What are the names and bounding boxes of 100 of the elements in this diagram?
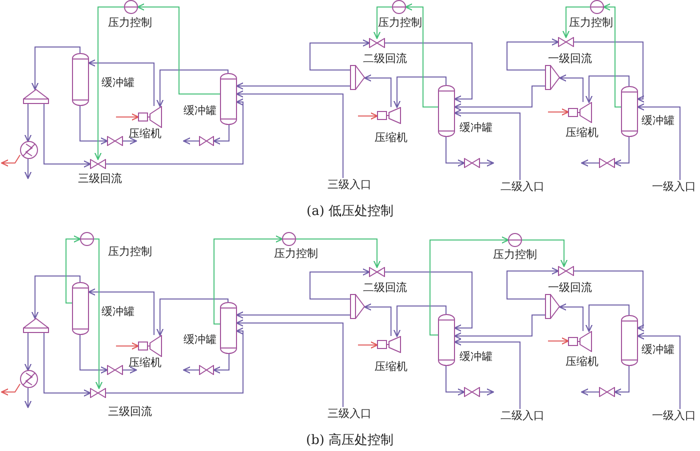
signal-line: [562, 6, 590, 38]
signal-line: [94, 238, 103, 389]
pipe-line: [24, 158, 32, 179]
pipe-line: [106, 98, 244, 164]
pipe-line: [310, 39, 370, 70]
power-arrow: [548, 108, 569, 116]
inlet-label: 三级入口: [327, 178, 372, 192]
pipe-line: [80, 106, 108, 145]
pipe-line: [213, 124, 230, 145]
buffer-tank: [72, 282, 89, 335]
separator-symbol: [23, 89, 49, 104]
pipe-line: [80, 334, 108, 374]
pipe-line: [236, 311, 350, 319]
pipe-line: [183, 137, 200, 145]
equipment-label: 三级回流: [108, 404, 152, 418]
valve-symbol: [558, 37, 574, 47]
outlet-arrow: [1, 154, 20, 167]
inlet-label: 二级入口: [500, 409, 545, 423]
equipment-label: 缓冲罐: [460, 350, 492, 362]
controller-circle: [590, 0, 604, 14]
buffer-tank: [220, 73, 237, 125]
power-arrow: [358, 112, 378, 120]
valve-symbol: [90, 159, 106, 169]
pipe-line: [364, 303, 392, 336]
valve-symbol: [107, 365, 123, 375]
pipe-line: [364, 74, 392, 108]
equipment-label: 压力控制: [108, 244, 152, 258]
inlet-label: 一级入口: [650, 409, 698, 423]
signal-line: [66, 235, 81, 304]
signal-line: [430, 236, 509, 336]
pipe-line: [480, 159, 494, 167]
pipe-line: [454, 86, 546, 111]
pipe-line: [384, 42, 472, 103]
cone-symbol: [350, 294, 365, 319]
pipe-line: [213, 354, 230, 374]
pipe-line: [122, 366, 137, 374]
buffer-tank: [72, 53, 89, 106]
pipe-line: [384, 272, 472, 332]
pipe-line: [393, 76, 446, 108]
signal-line: [214, 235, 283, 324]
pipe-line: [574, 270, 645, 332]
equipment-label: 三级回流: [78, 172, 122, 184]
cone-symbol: [350, 65, 365, 90]
pipe-line: [122, 137, 137, 145]
cone-symbol: [545, 65, 560, 90]
buffer-tank: [621, 86, 638, 137]
pipe-line: [236, 319, 344, 408]
equipment-label: 压缩机: [566, 354, 598, 368]
buffer-tank: [438, 314, 455, 366]
signal-line: [137, 3, 220, 94]
compressor-symbol: [138, 335, 162, 357]
signal-line: [94, 6, 124, 160]
equipment-label: 缓冲罐: [184, 104, 216, 116]
pipe-line: [24, 388, 32, 408]
pipe-line: [480, 388, 494, 396]
cooler-symbol: [20, 141, 38, 159]
equipment-label: 压力控制: [108, 16, 152, 28]
equipment-label: 压力控制: [569, 16, 613, 28]
equipment-label: 缓冲罐: [642, 342, 674, 356]
pipe-line: [31, 46, 80, 90]
valve-symbol: [558, 266, 574, 276]
power-arrow: [116, 342, 139, 350]
pipe-line: [446, 136, 465, 167]
compressor-symbol: [138, 106, 162, 128]
signal-line: [405, 3, 438, 108]
valve-symbol: [464, 158, 480, 168]
valve-symbol: [199, 365, 214, 375]
pipe-line: [310, 268, 370, 300]
cone-symbol: [545, 294, 560, 319]
signal-line: [522, 240, 568, 267]
pipe-line: [454, 314, 546, 340]
pipe-line: [506, 267, 559, 300]
valve-symbol: [369, 267, 385, 277]
pipe-line: [44, 332, 91, 397]
pipe-line: [236, 90, 344, 178]
pipe-line: [156, 298, 228, 336]
equipment-label: 压缩机: [374, 130, 408, 144]
pipe-line: [88, 288, 154, 336]
equipment-label: 压缩机: [566, 126, 598, 138]
outlet-arrow: [1, 384, 20, 396]
equipment-label: 压力控制: [493, 248, 537, 260]
equipment-label: 压缩机: [128, 356, 162, 368]
compressor-symbol: [377, 107, 401, 124]
pipe-line: [24, 332, 32, 371]
pipe-line: [637, 103, 680, 180]
pipe-line: [44, 104, 91, 168]
pipe-line: [183, 366, 200, 374]
valve-symbol: [90, 388, 106, 398]
equipment-label: 缓冲罐: [102, 76, 134, 88]
pipe-line: [637, 332, 680, 410]
signal-line: [296, 238, 381, 268]
signal-line: [603, 3, 622, 108]
pipe-line: [236, 82, 350, 90]
controller-circle: [80, 232, 94, 246]
equipment-label: 压缩机: [128, 126, 162, 140]
controller-circle: [508, 233, 522, 247]
pipe-line: [585, 76, 630, 103]
equipment-label: 一级回流: [548, 280, 592, 294]
pipe-line: [446, 366, 465, 396]
pipe-line: [31, 276, 80, 319]
